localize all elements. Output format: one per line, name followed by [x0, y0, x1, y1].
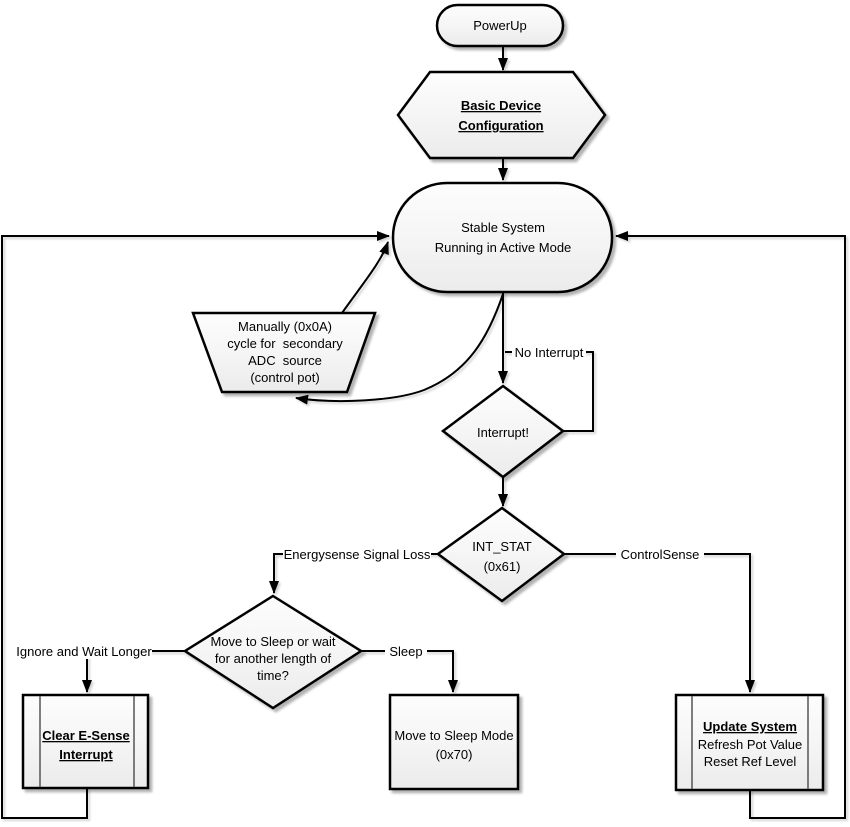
int-stat-line1: INT_STAT	[472, 539, 532, 554]
no-interrupt-label-bg	[512, 344, 586, 360]
sleep-decision-line1: Move to Sleep or wait	[210, 634, 335, 649]
basic-config-line2: Configuration	[458, 118, 543, 133]
energysense-label-bg	[283, 546, 431, 562]
update-system-line3: Reset Ref Level	[704, 754, 797, 769]
clear-esense-shape	[21, 693, 150, 790]
update-system-shape	[674, 693, 825, 792]
basic-config-shape	[396, 70, 607, 160]
edge-label-group: No Interrupt Energysense Signal Loss Con…	[16, 344, 704, 659]
controlsense-label-bg	[616, 546, 704, 562]
update-system-line2: Refresh Pot Value	[698, 737, 803, 752]
clear-esense-line1: Clear E-Sense	[42, 728, 129, 743]
int-stat-decision-node: INT_STAT (0x61)	[435, 506, 567, 603]
update-system-line1: Update System	[703, 719, 797, 734]
edge-manual-to-stable-curve	[341, 241, 389, 314]
int-stat-shape	[435, 506, 567, 603]
stable-system-line2: Running in Active Mode	[435, 240, 572, 255]
stable-system-node: Stable System Running in Active Mode	[391, 181, 614, 294]
no-interrupt-label: No Interrupt	[515, 345, 584, 360]
sleep-decision-node: Move to Sleep or wait for another length…	[182, 594, 364, 710]
powerup-shape	[435, 3, 565, 48]
int-stat-line2: (0x61)	[484, 559, 521, 574]
ignore-wait-label: Ignore and Wait Longer	[16, 644, 152, 659]
update-system-node: Update System Refresh Pot Value Reset Re…	[674, 693, 825, 792]
edge-stable-to-manual-curve	[295, 293, 504, 405]
stable-system-shape	[391, 181, 614, 294]
stable-system-line1: Stable System	[461, 220, 545, 235]
manual-cycle-line1: Manually (0x0A)	[238, 319, 332, 334]
interrupt-decision-node: Interrupt!	[440, 384, 566, 479]
clear-esense-node: Clear E-Sense Interrupt	[21, 693, 150, 790]
basic-config-node: Basic Device Configuration	[396, 70, 607, 160]
manual-cycle-shape	[191, 311, 377, 394]
powerup-node: PowerUp	[435, 3, 565, 48]
basic-config-line1: Basic Device	[461, 98, 541, 113]
controlsense-label: ControlSense	[621, 547, 700, 562]
sleep-decision-line3: time?	[257, 668, 289, 683]
edge-right-return-loop	[615, 231, 846, 819]
interrupt-label: Interrupt!	[477, 425, 529, 440]
powerup-label: PowerUp	[473, 18, 526, 33]
energysense-label: Energysense Signal Loss	[284, 547, 431, 562]
manual-cycle-line4: (control pot)	[250, 370, 319, 385]
clear-esense-line2: Interrupt	[59, 747, 113, 762]
sleep-label: Sleep	[389, 644, 422, 659]
ignore-wait-label-bg	[16, 643, 152, 659]
manual-cycle-line3: ADC source	[248, 353, 322, 368]
edge-left-return-loop	[1, 231, 390, 819]
sleep-decision-shape	[182, 594, 364, 710]
sleep-mode-node: Move to Sleep Mode (0x70)	[388, 693, 520, 791]
edge-controlsense	[564, 553, 755, 693]
interrupt-shape	[440, 384, 566, 479]
sleep-label-bg	[385, 643, 427, 659]
sleep-decision-line2: for another length of	[215, 651, 332, 666]
sleep-mode-line1: Move to Sleep Mode	[394, 728, 513, 743]
sleep-mode-line2: (0x70)	[436, 747, 473, 762]
manual-cycle-line2: cycle for secondary	[227, 336, 343, 351]
sleep-mode-shape	[388, 693, 520, 791]
manual-cycle-node: Manually (0x0A) cycle for secondary ADC …	[191, 311, 377, 394]
